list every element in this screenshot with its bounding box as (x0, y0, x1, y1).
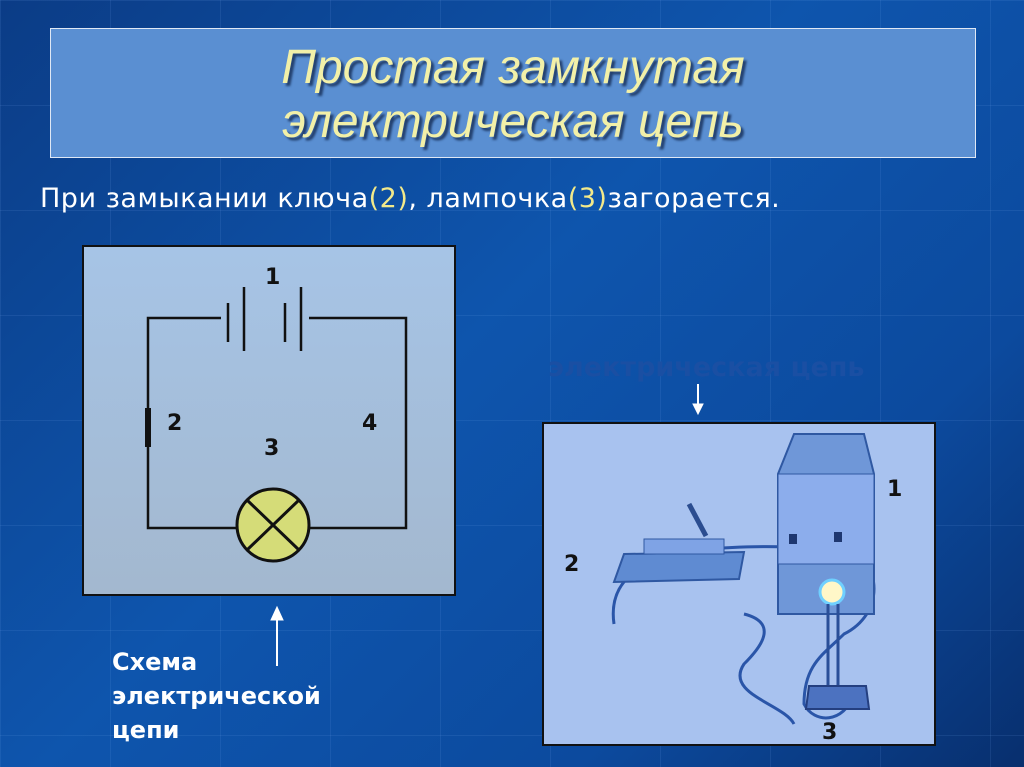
knife-switch (612, 502, 746, 584)
wire-right (309, 316, 408, 530)
key-ref: (2) (368, 183, 409, 214)
schematic-caption: Схема электрической цепи (112, 645, 321, 747)
illustration-label: электрическая цепь (548, 352, 865, 383)
label-source: 1 (887, 477, 902, 502)
label-battery: 1 (265, 265, 280, 290)
subtitle: При замыкании ключа(2), лампочка(3)загор… (40, 183, 780, 214)
label-lamp: 3 (822, 720, 837, 744)
title-box: Простая замкнутая электрическая цепь (50, 28, 976, 158)
illustration-panel: 1 2 3 (542, 422, 936, 746)
subtitle-text: загорается. (607, 183, 781, 214)
wire (738, 612, 796, 725)
arrow-up-icon (270, 605, 284, 666)
wire-left (146, 316, 237, 530)
title-line-1: Простая замкнутая (281, 41, 745, 94)
subtitle-text: , лампочка (408, 183, 568, 214)
label-switch: 2 (564, 552, 579, 577)
lamp-holder (804, 578, 871, 710)
caption-line: цепи (112, 716, 180, 744)
lamp-ref: (3) (567, 183, 608, 214)
caption-line: Схема (112, 648, 198, 676)
subtitle-text: При замыкании ключа (40, 183, 369, 214)
caption-line: электрической (112, 682, 321, 710)
label-wire: 4 (362, 411, 377, 436)
power-source (777, 433, 875, 615)
label-lamp: 3 (264, 436, 279, 461)
label-switch: 2 (167, 411, 182, 436)
arrow-down-icon (692, 384, 704, 416)
title-line-2: электрическая цепь (282, 95, 744, 148)
circuit-illustration: 1 2 3 (564, 433, 902, 745)
